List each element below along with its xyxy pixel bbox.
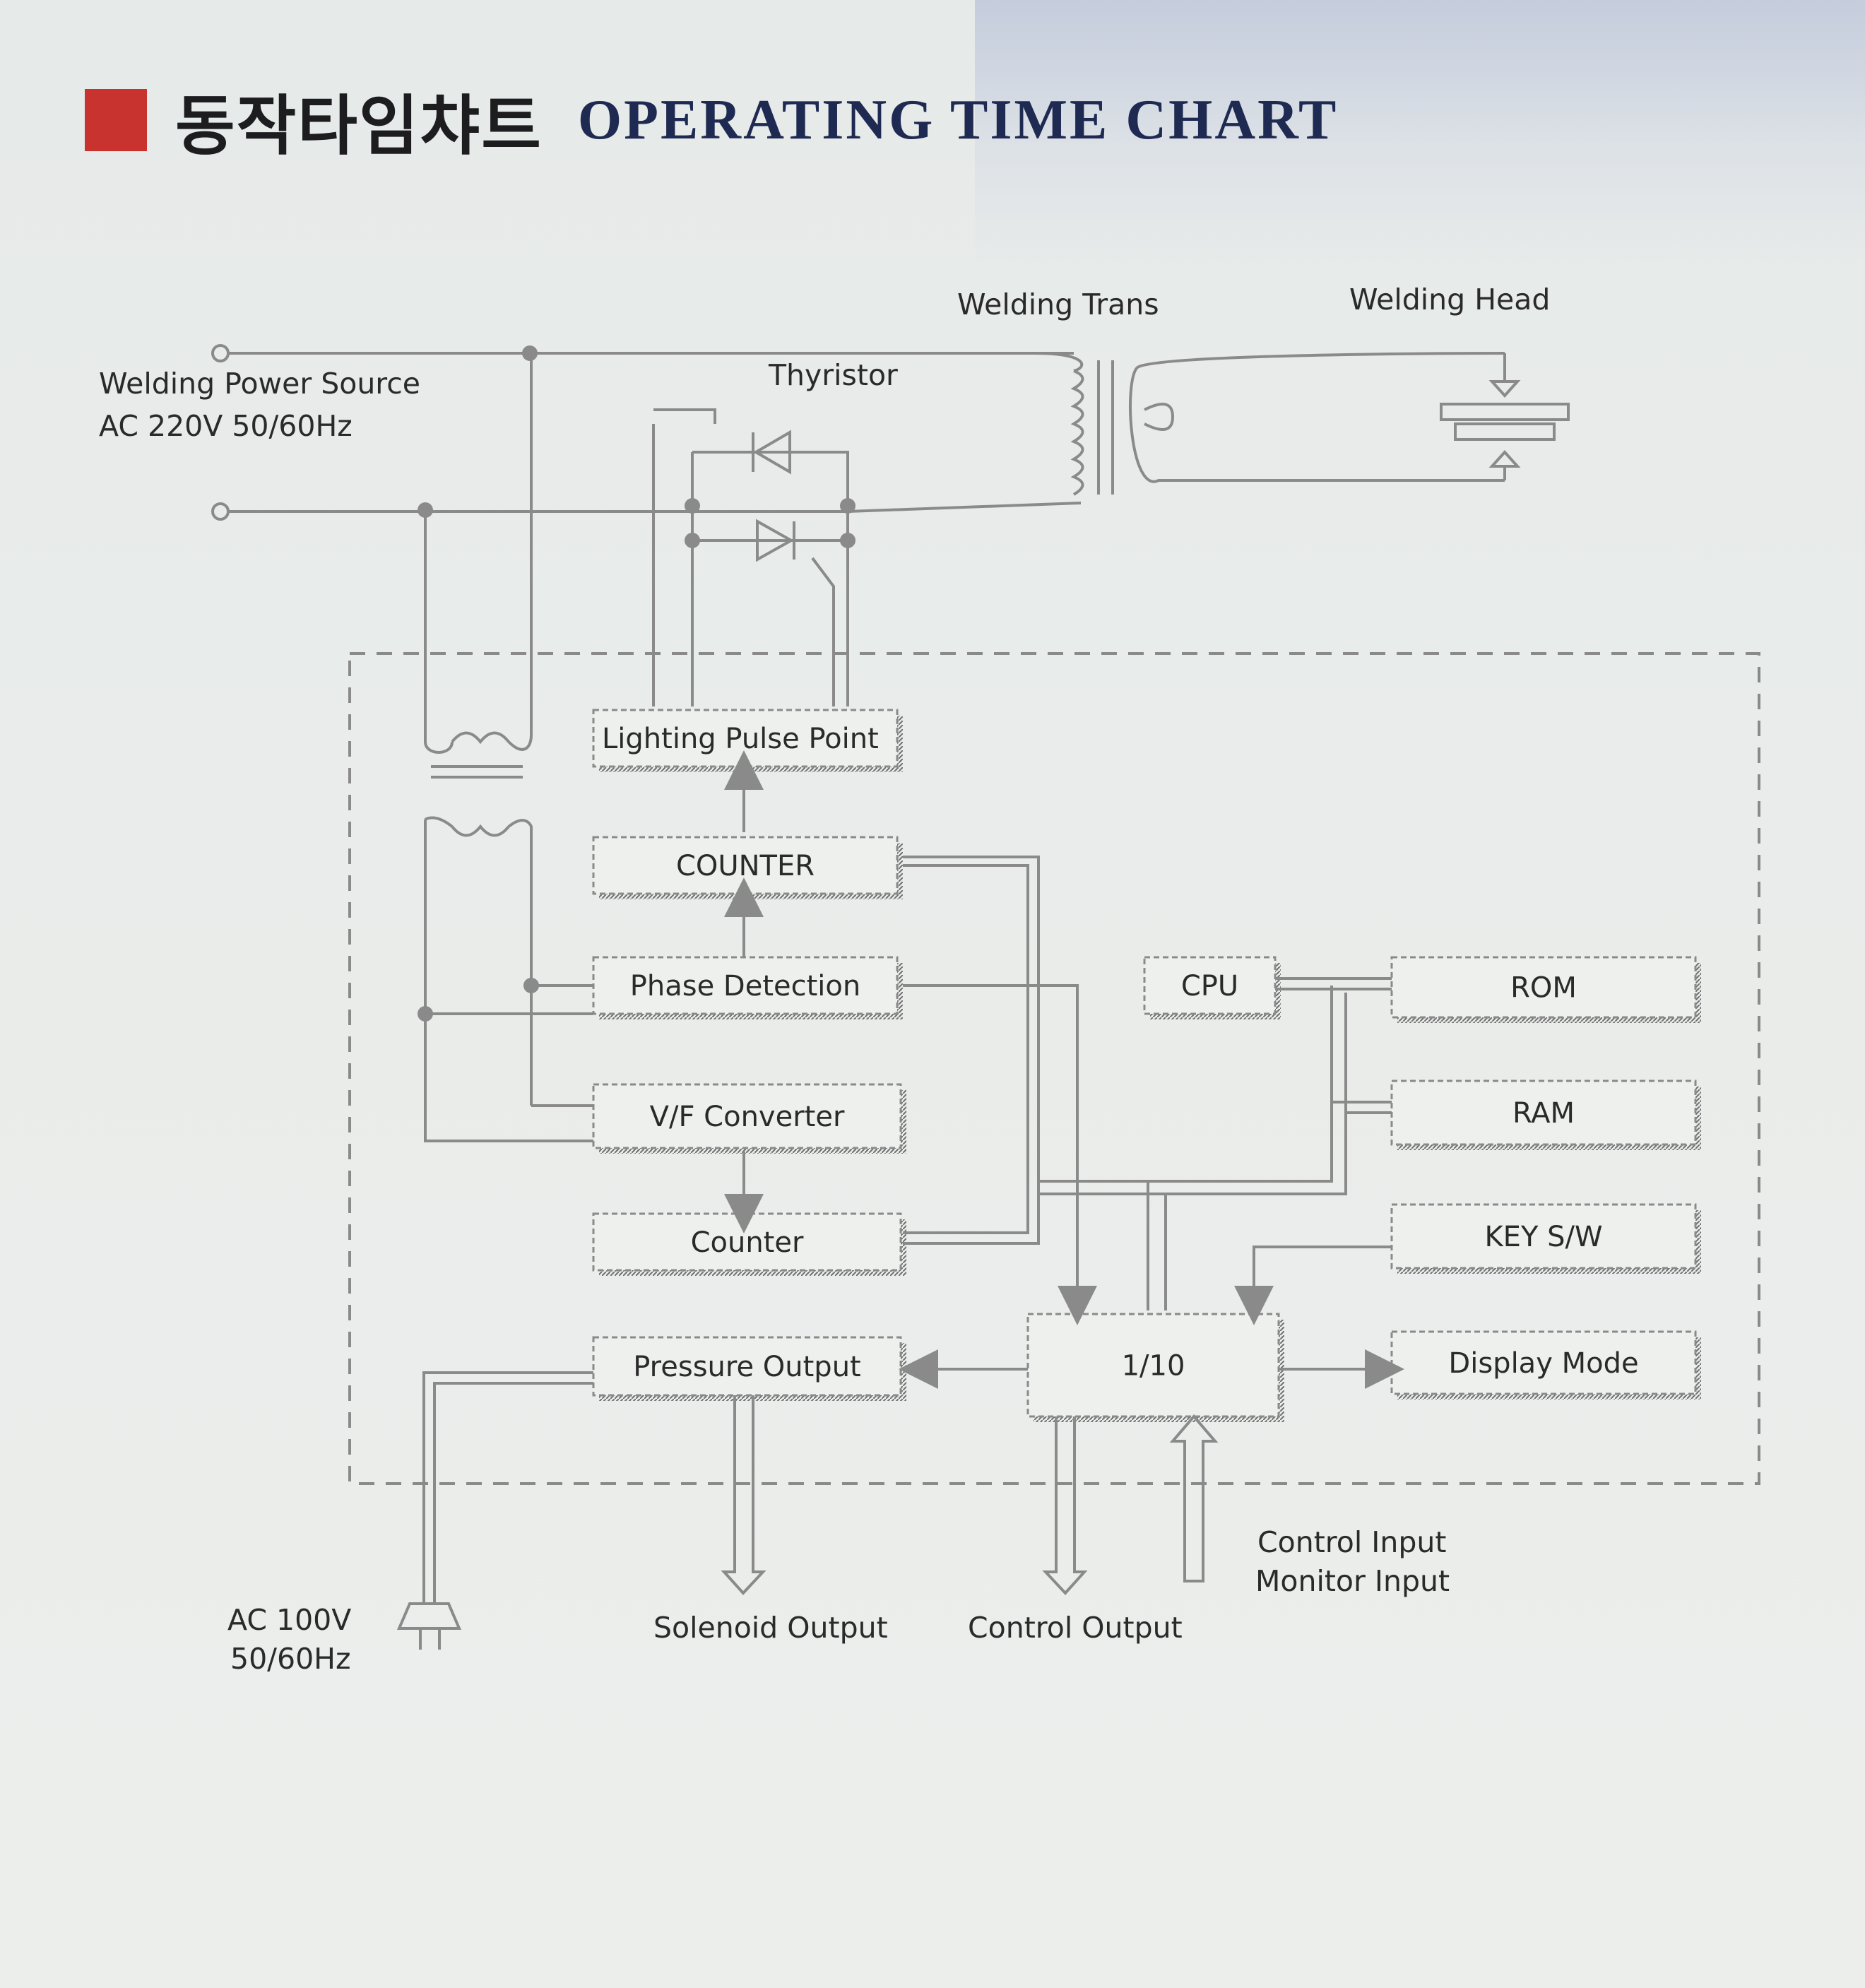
block-ram: RAM <box>1390 1079 1701 1150</box>
power-source-spec: AC 220V 50/60Hz <box>99 409 353 443</box>
control-transformer <box>418 353 593 1142</box>
block-pressure-output: Pressure Output <box>592 1336 906 1401</box>
title-english: OPERATING TIME CHART <box>577 88 1339 151</box>
block-cpu-label: CPU <box>1181 970 1238 1002</box>
solenoid-output-label: Solenoid Output <box>653 1611 888 1645</box>
block-key-sw-label: KEY S/W <box>1484 1221 1602 1253</box>
welding-head-symbol <box>1440 353 1570 480</box>
block-lighting-pulse-point-label: Lighting Pulse Point <box>602 723 879 755</box>
monitor-input-label: Monitor Input <box>1255 1564 1450 1598</box>
block-counter-lower: Counter <box>592 1212 906 1276</box>
welding-trans-symbol <box>1034 352 1505 496</box>
block-display-mode: Display Mode <box>1390 1330 1701 1400</box>
control-input-label: Control Input <box>1257 1525 1446 1559</box>
block-divider-label: 1/10 <box>1122 1350 1185 1383</box>
control-unit-enclosure <box>348 652 1760 1485</box>
block-phase-detection: Phase Detection <box>592 956 903 1019</box>
block-divider: 1/10 <box>1026 1313 1284 1422</box>
title-square-icon <box>85 89 147 151</box>
block-vf-converter: V/F Converter <box>592 1083 906 1154</box>
block-cpu: CPU <box>1143 956 1281 1019</box>
plug-icon <box>396 1602 462 1650</box>
control-output-label: Control Output <box>968 1611 1183 1645</box>
block-ram-label: RAM <box>1512 1097 1575 1130</box>
block-rom-label: ROM <box>1510 972 1577 1005</box>
block-rom: ROM <box>1390 956 1701 1023</box>
block-counter-upper-label: COUNTER <box>676 850 815 882</box>
terminal-top <box>211 344 230 362</box>
thyristor-symbol <box>652 408 855 706</box>
block-phase-detection-label: Phase Detection <box>630 970 860 1002</box>
terminal-bottom <box>211 502 230 521</box>
block-display-mode-label: Display Mode <box>1448 1347 1638 1380</box>
background-photo <box>975 0 1865 261</box>
block-key-sw: KEY S/W <box>1390 1203 1701 1274</box>
block-counter-lower-label: Counter <box>691 1226 804 1259</box>
block-counter-upper: COUNTER <box>592 836 903 899</box>
page-title: 동작타임챠트 OPERATING TIME CHART <box>85 78 1339 164</box>
internal-wiring <box>422 750 1404 1604</box>
power-source-label: Welding Power Source <box>99 367 420 401</box>
block-vf-converter-label: V/F Converter <box>650 1101 845 1133</box>
thyristor-label: Thyristor <box>768 358 898 392</box>
block-pressure-output-label: Pressure Output <box>633 1351 860 1383</box>
ac100-freq-label: 50/60Hz <box>230 1642 351 1676</box>
title-korean: 동작타임챠트 <box>175 88 543 164</box>
block-lighting-pulse-point: Lighting Pulse Point <box>592 709 903 772</box>
diagram-labels: Welding Power Source AC 220V 50/60Hz Thy… <box>99 283 1550 1676</box>
ac100-label: AC 100V <box>227 1603 351 1637</box>
welding-head-label: Welding Head <box>1349 283 1550 316</box>
welding-trans-label: Welding Trans <box>957 288 1159 321</box>
